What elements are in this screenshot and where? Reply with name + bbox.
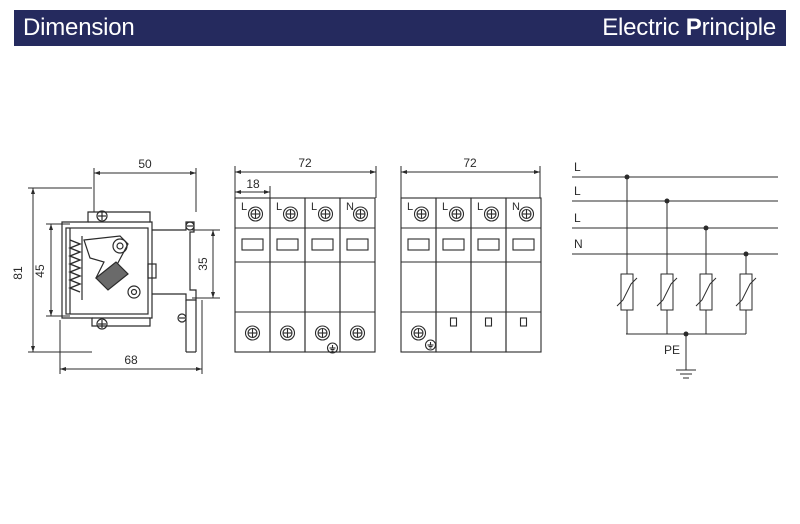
side-view-width-label: 50 [138,157,152,171]
electric-principle-prefix: Electric [602,14,686,41]
front-view-3-plus-1-pole-label: L [477,201,483,213]
front-view-3-plus-1-module: L [400,197,437,353]
front-view-3-plus-1-pole-label: N [512,201,520,213]
front-view-3-plus-1-top-terminal-screw-icon [483,206,500,222]
front-view-3-plus-1-ground-icon [424,339,437,351]
bus-line-label: L [574,184,581,198]
side-view-width-dimension: 50 [93,157,197,212]
front-view-3-plus-1-width-dimension: 72 [400,156,541,198]
varistor-icon [616,273,638,311]
front-view-4-pole-top-terminal-screw-icon [282,206,299,222]
front-view-4-pole-top-terminal-screw-icon [247,206,264,222]
front-view-4-pole-ground-icon [326,342,339,354]
surge-arrester-branch [735,251,757,334]
surge-arrester-branch [616,174,638,334]
front-view-3-plus-1-top-terminal-screw-icon [518,206,535,222]
pe-ground: PE [626,331,746,379]
electric-principle-title: Electric Principle [602,14,776,42]
side-view-depth-label: 68 [124,353,138,367]
front-view-4-pole-top-terminal-screw-icon [352,206,369,222]
side-view-height-dimension: 81 [11,187,92,353]
varistor-icon [735,273,757,311]
side-view-depth-dimension: 68 [59,300,203,374]
front-view-4-pole: 72 18 L L L N [234,156,377,354]
front-view-4-pole-width-label: 72 [298,156,312,170]
front-view-3-plus-1-top-terminal-screw-icon [448,206,465,222]
front-view-4-pole-module: L [234,197,271,353]
dimension-title: Dimension [23,14,135,41]
front-view-3-plus-1: 72 L L L N [400,156,542,353]
front-view-3-plus-1-bottom-tab [519,317,528,327]
side-view: 50 81 45 35 [11,157,220,374]
surge-arrester-branch [695,225,717,334]
bus-line-label: L [574,211,581,225]
front-view-4-pole-bottom-terminal-screw-icon [279,325,296,341]
front-view-4-pole-pole-dimension: 18 [235,177,271,198]
front-view-3-plus-1-bottom-tab [449,317,458,327]
varistor-icon [656,273,678,311]
front-view-3-plus-1-bottom-terminal-screw-icon [410,325,427,341]
surge-arrester-branch [656,198,678,334]
electric-principle-suffix: rinciple [701,14,777,41]
electric-principle-bold-letter: P [685,14,702,41]
side-view-rail-label: 35 [196,257,210,271]
front-view-3-plus-1-pole-label: L [407,201,413,213]
front-view-4-pole-pole-label: N [346,201,354,213]
side-view-rail-bottom-screw-icon [177,313,187,323]
front-view-3-plus-1-module: N [505,197,542,353]
front-view-3-plus-1-top-terminal-screw-icon [413,206,430,222]
side-view-rail-top-screw-icon [185,221,195,231]
front-view-4-pole-bottom-terminal-screw-icon [314,325,331,341]
pe-label: PE [664,343,680,357]
electric-principle-branches [616,174,757,334]
side-view-inner-height-label: 45 [33,264,47,278]
front-view-4-pole-bottom-terminal-screw-icon [244,325,261,341]
side-view-height-label: 81 [11,266,25,280]
side-view-top-screw-icon [96,210,108,222]
varistor-icon [695,273,717,311]
front-view-3-plus-1-module: L [470,197,507,353]
front-view-4-pole-bottom-terminal-screw-icon [349,325,366,341]
front-view-4-pole-module: L [269,197,306,353]
bus-line-label: N [574,237,583,251]
side-view-bottom-screw-icon [96,318,108,330]
side-view-inner-height-dimension: 45 [33,223,70,317]
front-view-3-plus-1-bottom-tab [484,317,493,327]
front-view-3-plus-1-module: L [435,197,472,353]
front-view-4-pole-pole-label: 18 [246,177,260,191]
front-view-3-plus-1-width-label: 72 [463,156,477,170]
front-view-4-pole-module: N [339,197,376,353]
front-view-4-pole-module: L [304,197,341,354]
front-view-3-plus-1-pole-label: L [442,201,448,213]
front-view-4-pole-pole-label: L [311,201,317,213]
side-view-body [61,210,157,330]
ground-icon [676,369,696,379]
side-view-din-rail [152,221,197,353]
front-view-4-pole-top-terminal-screw-icon [317,206,334,222]
front-view-4-pole-width-dimension: 72 [234,156,377,198]
side-view-rail-dimension: 35 [192,229,220,299]
front-view-4-pole-pole-label: L [241,201,247,213]
bus-line-label: L [574,160,581,174]
front-view-4-pole-pole-label: L [276,201,282,213]
header-bar: Dimension Electric Principle [14,10,786,46]
